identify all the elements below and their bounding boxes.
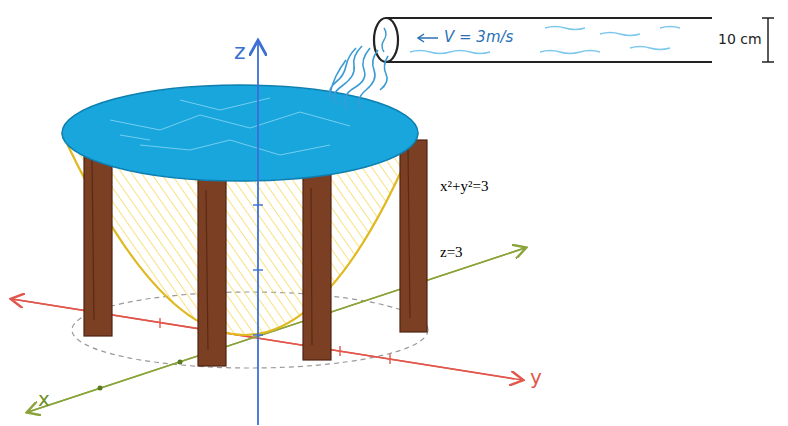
axis-label: z [234,40,246,64]
pipe [374,18,712,62]
axis-label: y [530,366,542,388]
axis-ticks [253,205,263,335]
dimension-line [762,18,774,62]
plane-equation: z=3 [440,244,463,261]
water-cracks [110,98,350,155]
water-stream [330,46,388,110]
axis-label: x [38,388,50,410]
water-surface [62,85,418,181]
z-axis [257,42,259,425]
dimension-label: 10 cm [718,32,762,47]
surface-equation: x²+y²=3 [440,178,488,195]
velocity-label: V = 3m/s [444,29,513,46]
